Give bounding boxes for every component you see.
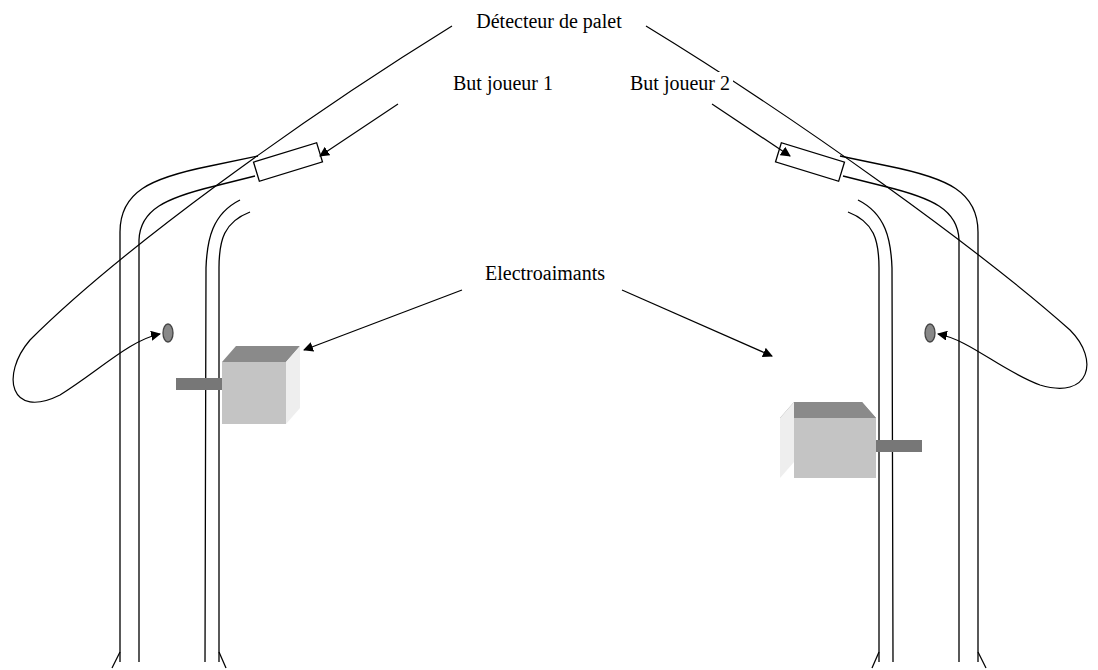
leader-line bbox=[13, 26, 1087, 402]
goal-post bbox=[112, 143, 322, 668]
goal-post bbox=[776, 143, 986, 668]
label: But joueur 1 bbox=[450, 72, 556, 95]
label: But joueur 2 bbox=[627, 72, 733, 95]
electromagnet bbox=[780, 402, 922, 478]
label: Détecteur de palet bbox=[473, 10, 624, 33]
electromagnet bbox=[176, 346, 300, 424]
label: Electroaimants bbox=[482, 262, 608, 285]
